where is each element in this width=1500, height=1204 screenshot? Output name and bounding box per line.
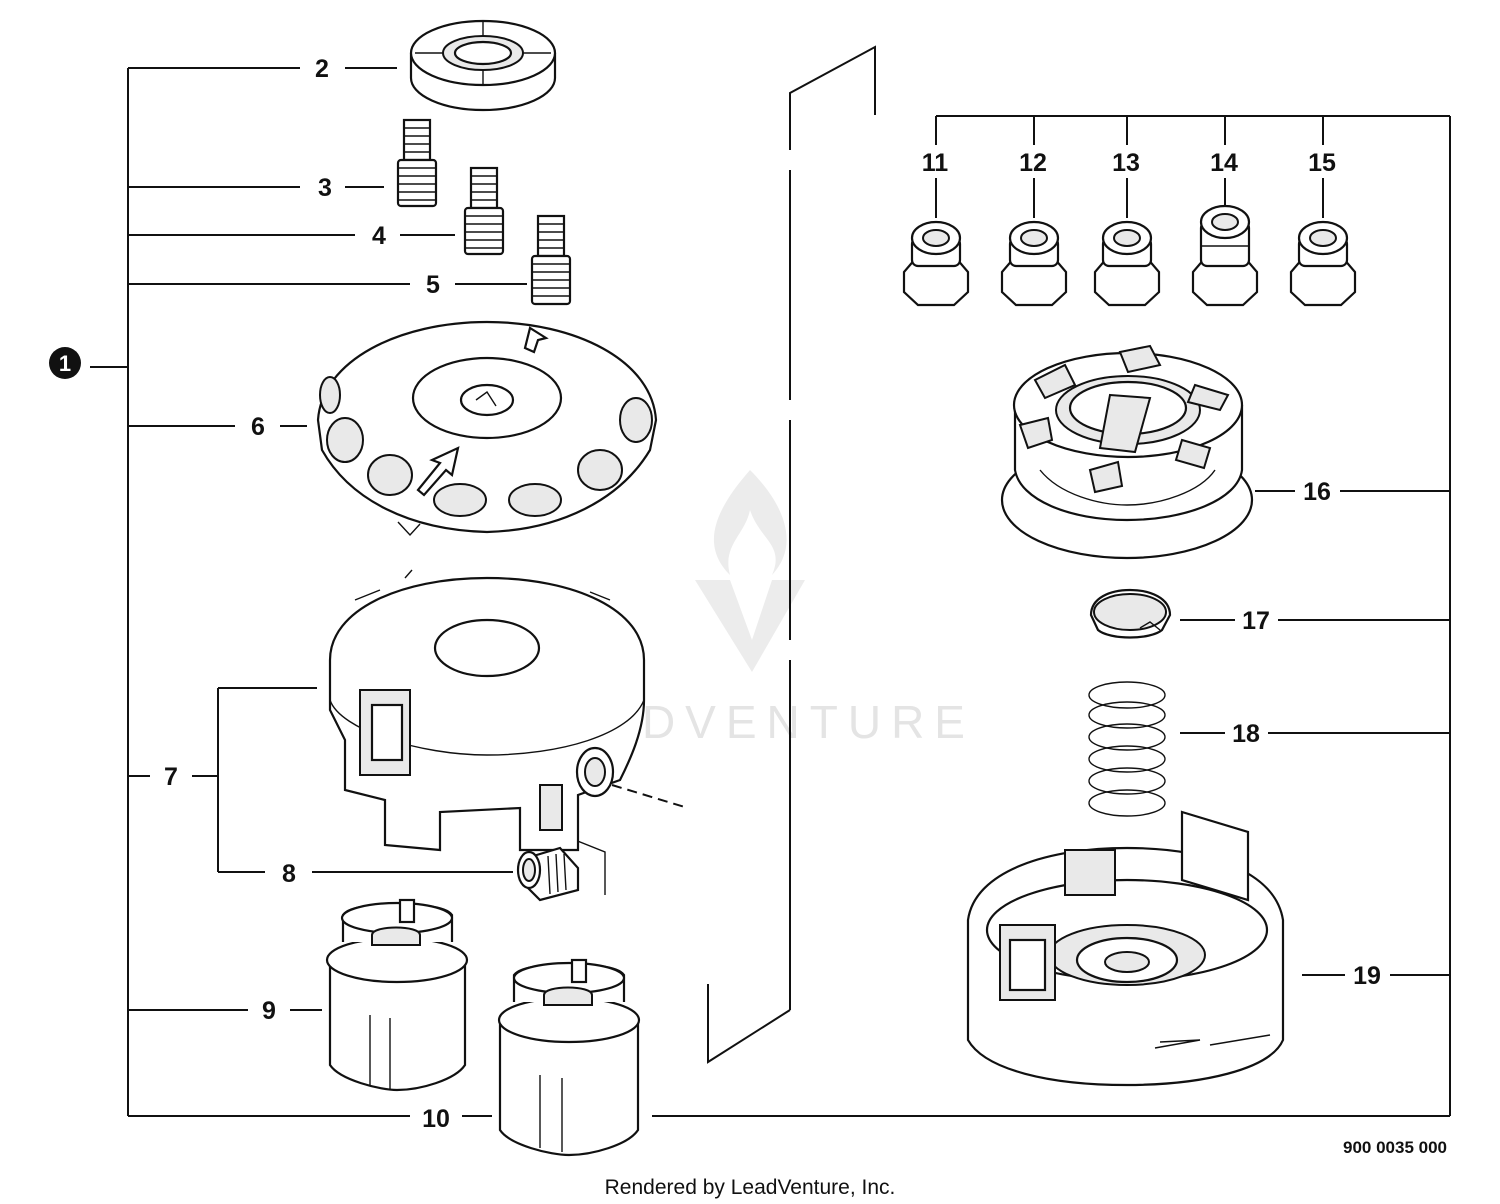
part-2-ring: [409, 19, 557, 112]
part-19-lower-housing: [966, 810, 1285, 1087]
kit-callout-number: 1: [59, 351, 71, 376]
part-6-bump-knob: [316, 320, 658, 537]
diagram-code: 900 0035 000: [1343, 1138, 1447, 1157]
callout-5: 5: [426, 271, 440, 299]
part-16-spool: [1000, 344, 1254, 560]
part-9-insert: [325, 898, 469, 1092]
part-18-spring: [1088, 681, 1166, 817]
callout-8: 8: [282, 860, 296, 888]
right-bracket: [935, 115, 1451, 1116]
kit-callout: 1: [49, 347, 81, 379]
kit-bracket: [90, 67, 1450, 1117]
separator-axis: [529, 45, 876, 1064]
part-12-eyelet: [1000, 220, 1068, 307]
render-credit: Rendered by LeadVenture, Inc.: [605, 1176, 896, 1199]
callout-14: 14: [1210, 149, 1238, 177]
part-8-eyelet: [516, 846, 580, 902]
part-4-bolt: [463, 166, 505, 256]
part-14-eyelet: [1191, 204, 1259, 307]
callout-19: 19: [1353, 962, 1381, 990]
callout-11: 11: [922, 149, 949, 177]
part-7-housing: [328, 569, 646, 852]
part-5-bolt: [530, 214, 572, 306]
callout-6: 6: [251, 413, 265, 441]
callout-2: 2: [315, 55, 329, 83]
callout-4: 4: [372, 222, 386, 250]
callout-16: 16: [1303, 478, 1331, 506]
part-15-eyelet: [1289, 220, 1357, 307]
callout-9: 9: [262, 997, 276, 1025]
callout-12: 12: [1019, 149, 1047, 177]
callout-3: 3: [318, 174, 332, 202]
part-13-eyelet: [1093, 220, 1161, 307]
callout-7: 7: [164, 763, 178, 791]
callout-13: 13: [1112, 149, 1140, 177]
part-3-bolt: [396, 118, 438, 208]
part-10-insert: [497, 958, 641, 1157]
part-17-cap: [1089, 588, 1172, 639]
part-11-eyelet: [902, 220, 970, 307]
callout-18: 18: [1232, 720, 1260, 748]
callout-10: 10: [422, 1105, 450, 1133]
callout-17: 17: [1242, 607, 1270, 635]
callout-15: 15: [1308, 149, 1336, 177]
